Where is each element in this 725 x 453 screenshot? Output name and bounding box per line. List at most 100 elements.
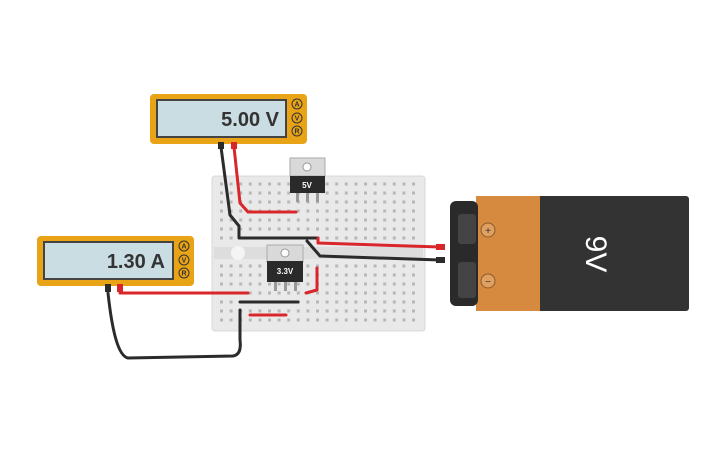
breadboard-hole[interactable]	[325, 282, 329, 286]
breadboard-hole[interactable]	[335, 200, 339, 204]
breadboard-hole[interactable]	[344, 218, 348, 222]
breadboard-hole[interactable]	[392, 227, 396, 231]
breadboard-hole[interactable]	[412, 300, 415, 304]
breadboard-hole[interactable]	[287, 227, 291, 231]
breadboard-hole[interactable]	[383, 191, 387, 195]
breadboard-hole[interactable]	[287, 318, 291, 322]
breadboard-hole[interactable]	[268, 191, 271, 195]
breadboard-hole[interactable]	[373, 282, 377, 286]
breadboard-hole[interactable]	[412, 282, 415, 286]
breadboard-hole[interactable]	[373, 309, 377, 313]
breadboard-hole[interactable]	[364, 182, 367, 186]
breadboard-hole[interactable]	[325, 191, 329, 195]
breadboard-hole[interactable]	[258, 273, 262, 277]
breadboard-hole[interactable]	[392, 273, 396, 277]
breadboard-hole[interactable]	[364, 318, 367, 322]
breadboard-hole[interactable]	[296, 291, 300, 295]
breadboard-hole[interactable]	[248, 318, 252, 322]
breadboard-hole[interactable]	[325, 273, 329, 277]
regulator-5v[interactable]: 5V	[289, 157, 326, 202]
voltmeter[interactable]: 5.00 V A V R	[150, 94, 307, 149]
breadboard-hole[interactable]	[277, 282, 281, 286]
breadboard-hole[interactable]	[354, 209, 358, 213]
breadboard-hole[interactable]	[248, 191, 252, 195]
breadboard-hole[interactable]	[354, 236, 358, 240]
breadboard-hole[interactable]	[248, 309, 252, 313]
battery-9v[interactable]: + − 9V	[436, 196, 689, 311]
breadboard-hole[interactable]	[335, 318, 339, 322]
breadboard-hole[interactable]	[229, 191, 233, 195]
breadboard-hole[interactable]	[277, 318, 281, 322]
breadboard-hole[interactable]	[335, 227, 339, 231]
breadboard-hole[interactable]	[229, 200, 233, 204]
breadboard-hole[interactable]	[412, 182, 415, 186]
breadboard-hole[interactable]	[268, 318, 271, 322]
breadboard-hole[interactable]	[373, 291, 377, 295]
breadboard-hole[interactable]	[229, 282, 233, 286]
breadboard-hole[interactable]	[258, 309, 262, 313]
breadboard-hole[interactable]	[402, 236, 406, 240]
breadboard-hole[interactable]	[296, 227, 300, 231]
breadboard-hole[interactable]	[239, 282, 243, 286]
breadboard-hole[interactable]	[306, 264, 310, 268]
breadboard-hole[interactable]	[220, 264, 223, 268]
breadboard-hole[interactable]	[335, 264, 339, 268]
breadboard-hole[interactable]	[383, 209, 387, 213]
breadboard-hole[interactable]	[220, 236, 223, 240]
breadboard-hole[interactable]	[402, 300, 406, 304]
breadboard-hole[interactable]	[373, 318, 377, 322]
breadboard-hole[interactable]	[364, 236, 367, 240]
breadboard-hole[interactable]	[325, 227, 329, 231]
breadboard-hole[interactable]	[277, 200, 281, 204]
breadboard-hole[interactable]	[354, 300, 358, 304]
voltmeter-mode-v-button[interactable]	[291, 112, 303, 124]
breadboard-hole[interactable]	[258, 182, 262, 186]
breadboard-hole[interactable]	[248, 282, 252, 286]
breadboard-hole[interactable]	[325, 200, 329, 204]
breadboard-hole[interactable]	[277, 291, 281, 295]
breadboard-hole[interactable]	[229, 236, 233, 240]
breadboard-hole[interactable]	[392, 291, 396, 295]
breadboard-hole[interactable]	[229, 300, 233, 304]
breadboard-hole[interactable]	[383, 300, 387, 304]
breadboard-hole[interactable]	[392, 236, 396, 240]
breadboard-hole[interactable]	[325, 209, 329, 213]
breadboard-hole[interactable]	[239, 209, 243, 213]
voltmeter-mode-a-button[interactable]	[291, 98, 303, 110]
breadboard-hole[interactable]	[344, 291, 348, 295]
breadboard-hole[interactable]	[220, 182, 223, 186]
battery-clip-black[interactable]	[436, 257, 445, 263]
breadboard-hole[interactable]	[412, 218, 415, 222]
breadboard-hole[interactable]	[306, 282, 310, 286]
breadboard-hole[interactable]	[354, 218, 358, 222]
breadboard-hole[interactable]	[277, 182, 281, 186]
breadboard-hole[interactable]	[229, 309, 233, 313]
breadboard-hole[interactable]	[412, 236, 415, 240]
breadboard-hole[interactable]	[248, 218, 252, 222]
breadboard-hole[interactable]	[354, 182, 358, 186]
breadboard-hole[interactable]	[335, 191, 339, 195]
breadboard-hole[interactable]	[229, 209, 233, 213]
breadboard-hole[interactable]	[344, 264, 348, 268]
breadboard-hole[interactable]	[335, 273, 339, 277]
breadboard-hole[interactable]	[392, 300, 396, 304]
breadboard-hole[interactable]	[268, 291, 271, 295]
breadboard-hole[interactable]	[383, 218, 387, 222]
breadboard-hole[interactable]	[277, 218, 281, 222]
breadboard-hole[interactable]	[364, 209, 367, 213]
breadboard-hole[interactable]	[402, 200, 406, 204]
breadboard-hole[interactable]	[335, 218, 339, 222]
breadboard-hole[interactable]	[287, 218, 291, 222]
wire-voltmeter-black[interactable]	[219, 145, 241, 228]
breadboard-hole[interactable]	[383, 264, 387, 268]
breadboard-hole[interactable]	[402, 218, 406, 222]
breadboard-hole[interactable]	[373, 236, 377, 240]
wire-battery-black[interactable]	[305, 239, 442, 262]
breadboard-hole[interactable]	[392, 282, 396, 286]
breadboard-hole[interactable]	[325, 300, 329, 304]
breadboard-hole[interactable]	[412, 191, 415, 195]
breadboard-hole[interactable]	[373, 209, 377, 213]
breadboard-hole[interactable]	[316, 218, 319, 222]
breadboard-hole[interactable]	[306, 309, 310, 313]
breadboard-hole[interactable]	[220, 282, 223, 286]
